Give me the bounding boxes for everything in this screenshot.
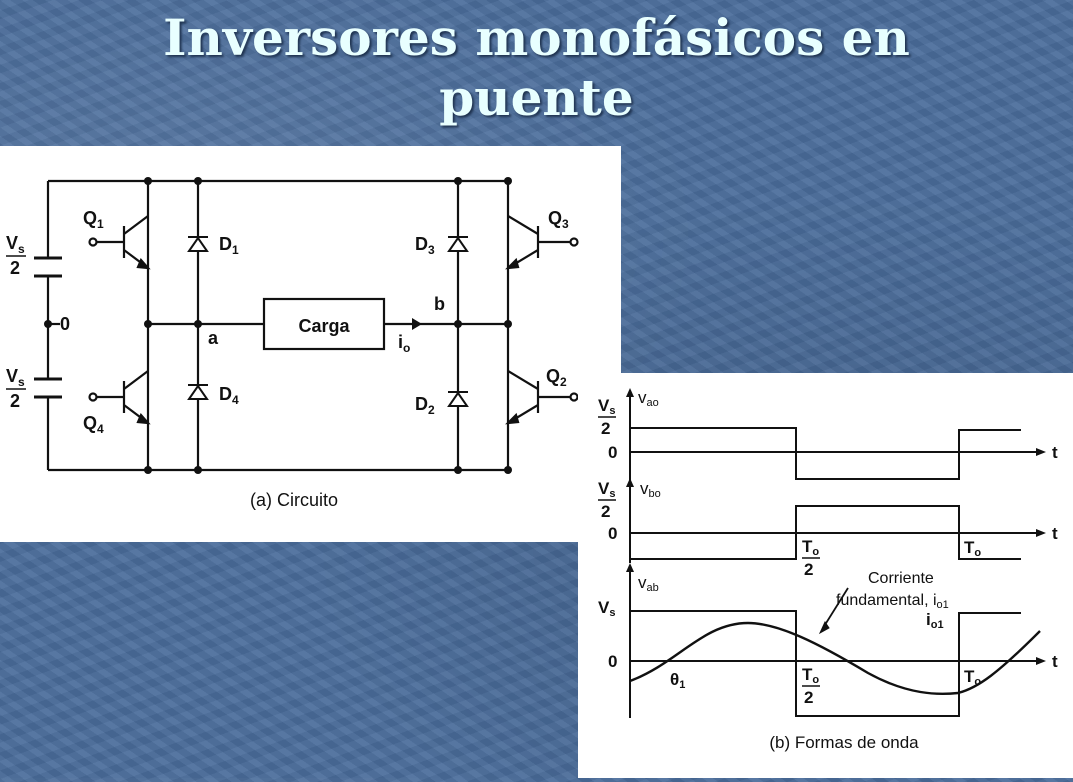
label-two-bottom: 2 bbox=[10, 391, 20, 411]
label-vs-bottom: Vs bbox=[6, 366, 25, 389]
label-d2: D2 bbox=[415, 394, 435, 417]
circuit-diagram-panel: Vs 2 0 Vs 2 Q1 Q4 Q3 Q2 D1 D4 D3 D2 a b … bbox=[0, 146, 621, 542]
label-t0-half-two-2: 2 bbox=[804, 688, 813, 707]
label-t0-2: To bbox=[964, 667, 981, 688]
label-vs-2: Vs bbox=[598, 479, 615, 500]
vbo-waveform bbox=[630, 505, 1021, 560]
label-d4: D4 bbox=[219, 384, 239, 407]
label-vao: vao bbox=[638, 388, 659, 409]
label-t0-half-1: To bbox=[802, 537, 819, 558]
label-two-top: 2 bbox=[10, 258, 20, 278]
waveform-caption: (b) Formas de onda bbox=[769, 733, 919, 752]
label-two-2: 2 bbox=[601, 502, 610, 521]
load-label: Carga bbox=[298, 316, 350, 336]
label-io1: io1 bbox=[926, 610, 944, 631]
label-corriente: Corriente bbox=[868, 570, 934, 587]
capacitor-top-icon bbox=[34, 256, 62, 278]
load-box bbox=[262, 297, 386, 351]
label-vbo: vbo bbox=[640, 479, 661, 500]
label-q1: Q1 bbox=[83, 208, 104, 231]
fundamental-current-curve bbox=[629, 621, 1041, 695]
label-two-1: 2 bbox=[601, 419, 610, 438]
time-axes bbox=[630, 451, 1040, 662]
diode-d3-icon bbox=[447, 236, 469, 252]
label-theta1: θ1 bbox=[670, 670, 685, 691]
label-node-b: b bbox=[434, 294, 445, 314]
capacitor-bottom-icon bbox=[34, 377, 62, 399]
label-vs-top: Vs bbox=[6, 233, 25, 256]
label-vs-1: Vs bbox=[598, 396, 615, 417]
label-d1: D1 bbox=[219, 234, 239, 257]
label-vs-3: Vs bbox=[598, 598, 615, 619]
circuit-caption: (a) Circuito bbox=[250, 490, 338, 510]
label-t-2: t bbox=[1052, 524, 1058, 543]
title-line-1: Inversores monofásicos en bbox=[163, 8, 910, 67]
dc-rails bbox=[48, 179, 508, 472]
label-t-1: t bbox=[1052, 443, 1058, 462]
label-t0-half-two-1: 2 bbox=[804, 560, 813, 579]
label-current-io: io bbox=[398, 332, 410, 355]
label-q4: Q4 bbox=[83, 413, 104, 436]
label-node-a: a bbox=[208, 328, 219, 348]
transistor-q4-icon bbox=[88, 370, 151, 425]
axis-arrowheads bbox=[626, 388, 1046, 665]
current-arrow-icon bbox=[412, 318, 422, 330]
label-d3: D3 bbox=[415, 234, 435, 257]
transistor-q1-icon bbox=[88, 215, 151, 270]
junction-dots bbox=[144, 177, 512, 474]
title-line-2: puente bbox=[439, 68, 634, 127]
label-t0-half-2: To bbox=[802, 665, 819, 686]
transistor-q2-icon bbox=[505, 370, 579, 425]
waveform-diagram: Vs 2 0 vao t Vs 2 0 vbo t To 2 To vab Vs… bbox=[598, 388, 1058, 752]
vao-waveform bbox=[630, 427, 1021, 480]
circuit-diagram: Vs 2 0 Vs 2 Q1 Q4 Q3 Q2 D1 D4 D3 D2 a b … bbox=[6, 177, 579, 510]
midpoint-node bbox=[44, 320, 52, 328]
diode-d1-icon bbox=[187, 236, 209, 252]
vab-waveform bbox=[630, 610, 1021, 717]
label-zero-3: 0 bbox=[608, 652, 617, 671]
annotation-arrow-icon bbox=[818, 620, 830, 635]
label-zero: 0 bbox=[60, 314, 70, 334]
label-q2: Q2 bbox=[546, 366, 567, 389]
label-zero-1: 0 bbox=[608, 443, 617, 462]
label-t0-1: To bbox=[964, 538, 981, 559]
waveform-panel: Vs 2 0 vao t Vs 2 0 vbo t To 2 To vab Vs… bbox=[578, 373, 1073, 778]
label-t-3: t bbox=[1052, 652, 1058, 671]
label-vab: vab bbox=[638, 573, 659, 594]
label-q3: Q3 bbox=[548, 208, 569, 231]
slide-title: Inversores monofásicos en puente bbox=[0, 8, 1073, 128]
diode-d4-icon bbox=[187, 384, 209, 400]
transistor-q3-icon bbox=[505, 215, 579, 270]
label-fundamental: fundamental, io1 bbox=[836, 592, 949, 611]
label-zero-2: 0 bbox=[608, 524, 617, 543]
diode-d2-icon bbox=[447, 391, 469, 407]
